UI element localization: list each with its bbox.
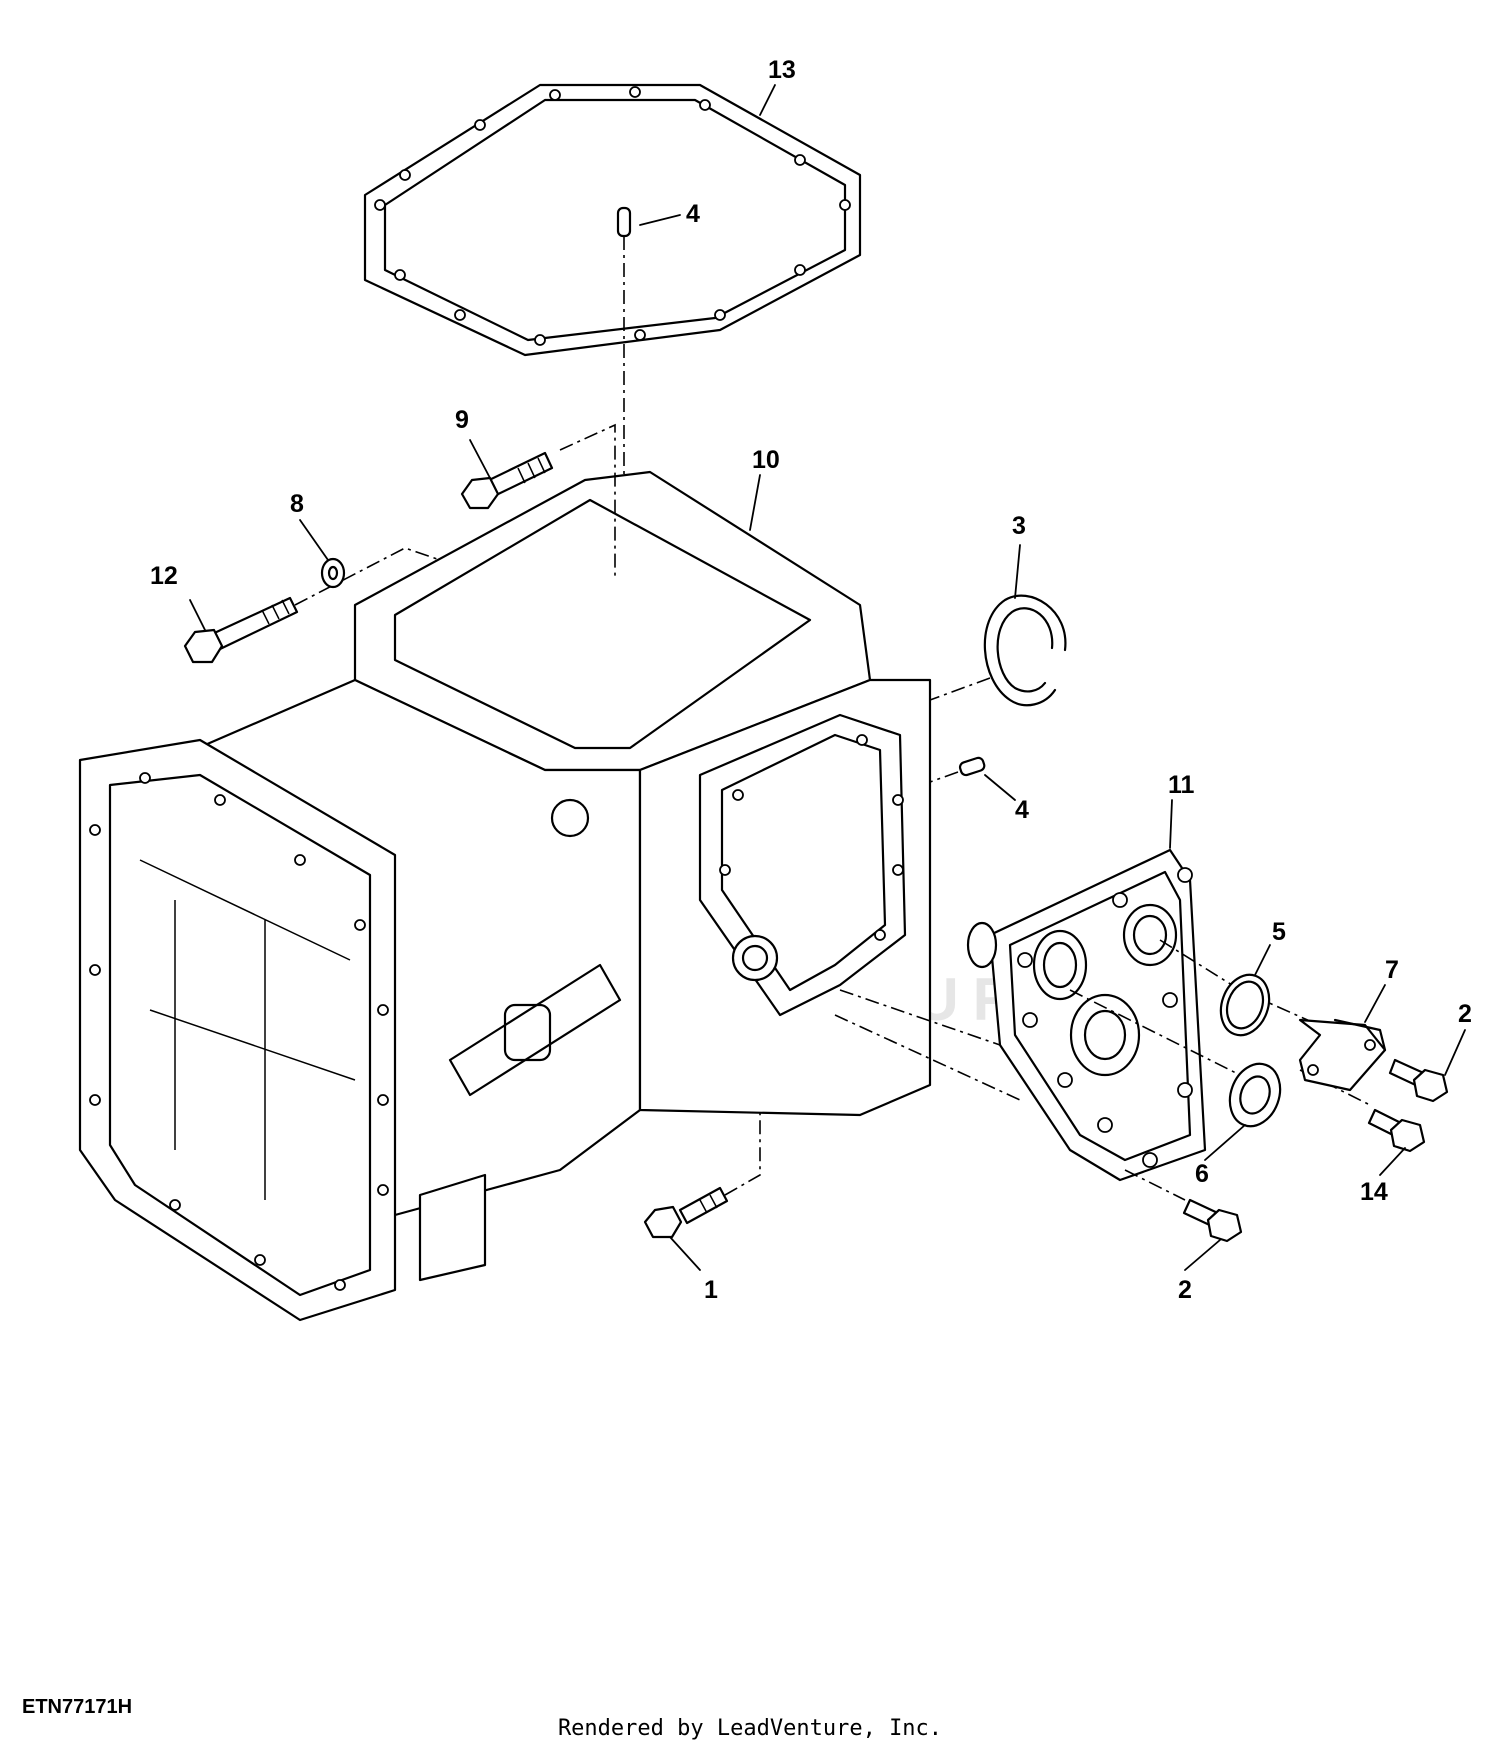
washer-8 (320, 557, 346, 589)
centerline-bolt12 (294, 547, 441, 606)
callout-14: 14 (1360, 1178, 1388, 1206)
bolt-2-upper (1388, 1058, 1449, 1103)
callout-2-upper: 2 (1458, 1000, 1472, 1028)
callout-1: 1 (704, 1276, 718, 1304)
dowel-pin-top (616, 206, 632, 238)
centerline-cover-1 (834, 1014, 1021, 1101)
callout-4-right: 4 (1015, 796, 1029, 824)
callout-7: 7 (1385, 956, 1399, 984)
centerline-ring (929, 677, 991, 701)
callout-8: 8 (290, 490, 304, 518)
callout-2-lower: 2 (1178, 1276, 1192, 1304)
bolt-1 (643, 1186, 729, 1239)
callout-12: 12 (150, 562, 178, 590)
centerline-cover-2 (839, 989, 1001, 1046)
centerline-bolt1 (724, 1110, 761, 1196)
bolt-12 (183, 596, 299, 664)
render-credit: Rendered by LeadVenture, Inc. (557, 1716, 943, 1741)
callout-3: 3 (1012, 512, 1026, 540)
centerline-bolt2b (1124, 1169, 1186, 1201)
dowel-pin-right (958, 756, 986, 777)
cover-plate-11 (966, 848, 1207, 1182)
plate-7 (1298, 1018, 1387, 1092)
gasket-part (363, 83, 862, 357)
callout-5: 5 (1272, 918, 1286, 946)
figure-code: ETN77171H (22, 1696, 133, 1718)
snap-ring-3 (983, 594, 1067, 707)
callout-11: 11 (1168, 771, 1195, 799)
bolt-2-lower (1182, 1198, 1243, 1243)
centerline-bolt9 (559, 423, 616, 580)
centerline-pin (929, 771, 959, 783)
centerline-seal (1069, 989, 1261, 1086)
callout-4-top: 4 (686, 200, 700, 228)
callout-6: 6 (1195, 1160, 1209, 1188)
leader-lines (189, 84, 1466, 1271)
o-ring-5 (1219, 973, 1271, 1037)
transmission-housing (78, 470, 932, 1322)
bolt-9 (460, 451, 554, 510)
callout-13: 13 (768, 56, 796, 84)
seal-6 (1228, 1062, 1282, 1128)
callout-10: 10 (752, 446, 780, 474)
bolt-14 (1367, 1108, 1426, 1153)
callout-9: 9 (455, 406, 469, 434)
